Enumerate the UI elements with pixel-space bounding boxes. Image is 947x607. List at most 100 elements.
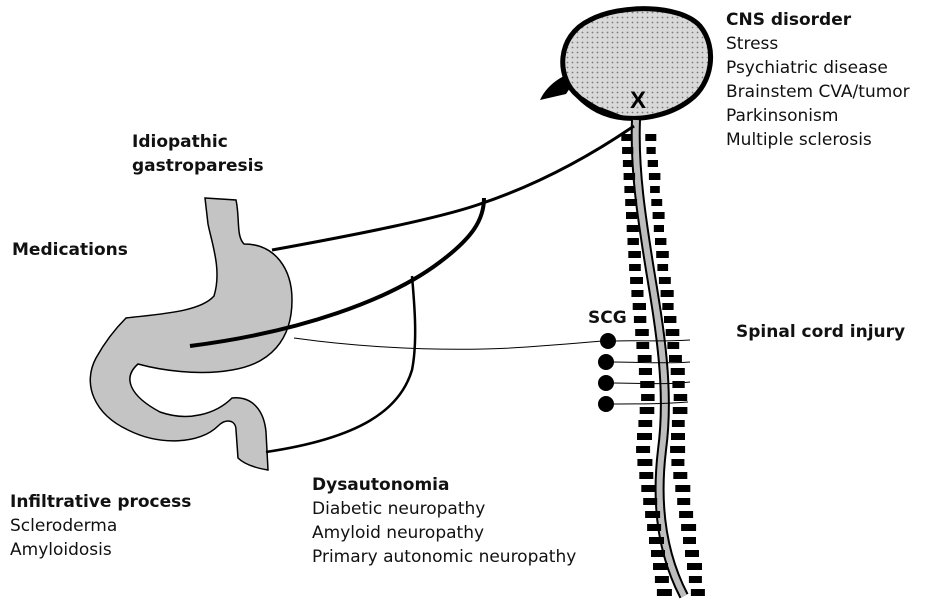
vertebra-segment bbox=[655, 238, 666, 245]
vertebra-segment bbox=[627, 225, 639, 232]
scg-text: SCG bbox=[588, 306, 627, 330]
vertebra-segment bbox=[637, 459, 652, 466]
vertebra-segment bbox=[691, 589, 705, 596]
lesion-x-mark: X bbox=[630, 87, 646, 114]
vertebra-segment bbox=[656, 251, 669, 258]
brain-icon bbox=[540, 9, 711, 119]
vertebra-segment bbox=[666, 329, 680, 336]
vertebra-segment bbox=[622, 147, 633, 154]
spinal-cord-injury-heading: Spinal cord injury bbox=[736, 320, 905, 344]
cns-item: Stress bbox=[726, 32, 910, 56]
vertebra-segment bbox=[685, 550, 699, 557]
vertebra-segment bbox=[669, 355, 682, 362]
vertebra-segment bbox=[662, 303, 673, 310]
dysautonomia-heading: Dysautonomia bbox=[312, 473, 576, 497]
vertebra-segment bbox=[629, 264, 641, 271]
vertebra-segment bbox=[673, 407, 688, 414]
vertebra-segment bbox=[687, 563, 702, 570]
vertebra-segment bbox=[637, 433, 652, 440]
vertebra-segment bbox=[624, 173, 636, 180]
vertebra-segment bbox=[661, 290, 674, 297]
vertebra-segment bbox=[647, 524, 661, 531]
vertebra-segment bbox=[689, 576, 702, 583]
vertebra-segment bbox=[641, 394, 655, 401]
vertebra-segment bbox=[645, 134, 656, 141]
vertebra-segment bbox=[657, 264, 668, 271]
vertebra-segment bbox=[640, 381, 654, 388]
vertebra-segment bbox=[674, 394, 688, 401]
vertebra-segment bbox=[670, 446, 685, 453]
vagal-pathway-upper bbox=[272, 126, 634, 250]
dysautonomia-item: Amyloid neuropathy bbox=[312, 521, 576, 545]
vertebra-segment bbox=[653, 563, 668, 570]
vertebra-segment bbox=[643, 498, 657, 505]
vertebra-segment bbox=[657, 589, 672, 596]
infiltrative-item: Amyloidosis bbox=[10, 538, 191, 562]
vertebra-segment bbox=[623, 160, 633, 167]
medications-label: Medications bbox=[12, 238, 128, 262]
scg-ganglion-3 bbox=[598, 375, 614, 391]
vertebra-segment bbox=[631, 290, 643, 297]
vertebra-segment bbox=[624, 186, 635, 193]
vertebra-segment bbox=[655, 576, 669, 583]
infiltrative-heading: Infiltrative process bbox=[10, 490, 191, 514]
infiltrative-item: Scleroderma bbox=[10, 514, 191, 538]
vertebra-segment bbox=[638, 355, 652, 362]
sympathetic-pathway bbox=[294, 338, 602, 349]
vertebra-segment bbox=[639, 368, 652, 375]
vertebra-segment bbox=[677, 498, 690, 505]
vertebra-segment bbox=[651, 199, 662, 206]
idiopathic-label: Idiopathic gastroparesis bbox=[132, 130, 264, 178]
vertebra-segment bbox=[667, 342, 679, 349]
vertebra-segment bbox=[639, 472, 653, 479]
vertebra-segment bbox=[641, 485, 656, 492]
vertebra-segment bbox=[626, 212, 637, 219]
vertebra-segment bbox=[651, 550, 665, 557]
vertebra-segment bbox=[671, 433, 685, 440]
dysautonomia-item: Diabetic neuropathy bbox=[312, 497, 576, 521]
vertebra-segment bbox=[654, 225, 664, 232]
scg-ganglion-4 bbox=[598, 396, 614, 412]
dysautonomia-item: Primary autonomic neuropathy bbox=[312, 545, 576, 569]
cns-disorder-heading: CNS disorder bbox=[726, 8, 910, 32]
vertebra-segment bbox=[636, 342, 649, 349]
vertebra-segment bbox=[659, 277, 671, 284]
vertebra-segment bbox=[649, 537, 664, 544]
scg-label: SCG bbox=[588, 306, 627, 330]
vertebra-segment bbox=[671, 368, 685, 375]
vertebra-segment bbox=[630, 277, 643, 284]
dysautonomia-label: Dysautonomia Diabetic neuropathy Amyloid… bbox=[312, 473, 576, 569]
vertebra-segment bbox=[633, 303, 646, 310]
vertebra-segment bbox=[649, 173, 661, 180]
vertebra-segment bbox=[673, 472, 687, 479]
cns-item: Psychiatric disease bbox=[726, 56, 910, 80]
cns-item: Brainstem CVA/tumor bbox=[726, 80, 910, 104]
medications-heading: Medications bbox=[12, 238, 128, 262]
vertebra-segment bbox=[671, 459, 684, 466]
vertebra-segment bbox=[636, 446, 650, 453]
vertebra-segment bbox=[672, 381, 684, 388]
vertebra-segment bbox=[675, 485, 690, 492]
vertebra-segment bbox=[647, 147, 656, 154]
spinal-cord-injury-label: Spinal cord injury bbox=[736, 320, 905, 344]
scg-ganglion-1 bbox=[600, 333, 616, 349]
vertebra-segment bbox=[664, 316, 676, 323]
infiltrative-label: Infiltrative process Scleroderma Amyloid… bbox=[10, 490, 191, 562]
vertebra-segment bbox=[681, 524, 696, 531]
vertebra-segment bbox=[634, 316, 646, 323]
vertebra-segment bbox=[648, 160, 658, 167]
idiopathic-line-1: Idiopathic bbox=[132, 130, 264, 154]
cns-item: Parkinsonism bbox=[726, 104, 910, 128]
idiopathic-line-2: gastroparesis bbox=[132, 154, 264, 178]
cns-disorder-label: CNS disorder Stress Psychiatric disease … bbox=[726, 8, 910, 152]
vertebra-segment bbox=[640, 407, 655, 414]
vertebra-segment bbox=[638, 420, 652, 427]
vertebra-segment bbox=[683, 537, 696, 544]
vertebra-segment bbox=[625, 199, 637, 206]
vertebra-segment bbox=[672, 420, 685, 427]
scg-ganglion-2 bbox=[598, 354, 614, 370]
vertebra-segment bbox=[628, 251, 641, 258]
vertebra-segment bbox=[650, 186, 660, 193]
vertebra-segment bbox=[653, 212, 665, 219]
vertebra-segment bbox=[635, 329, 649, 336]
